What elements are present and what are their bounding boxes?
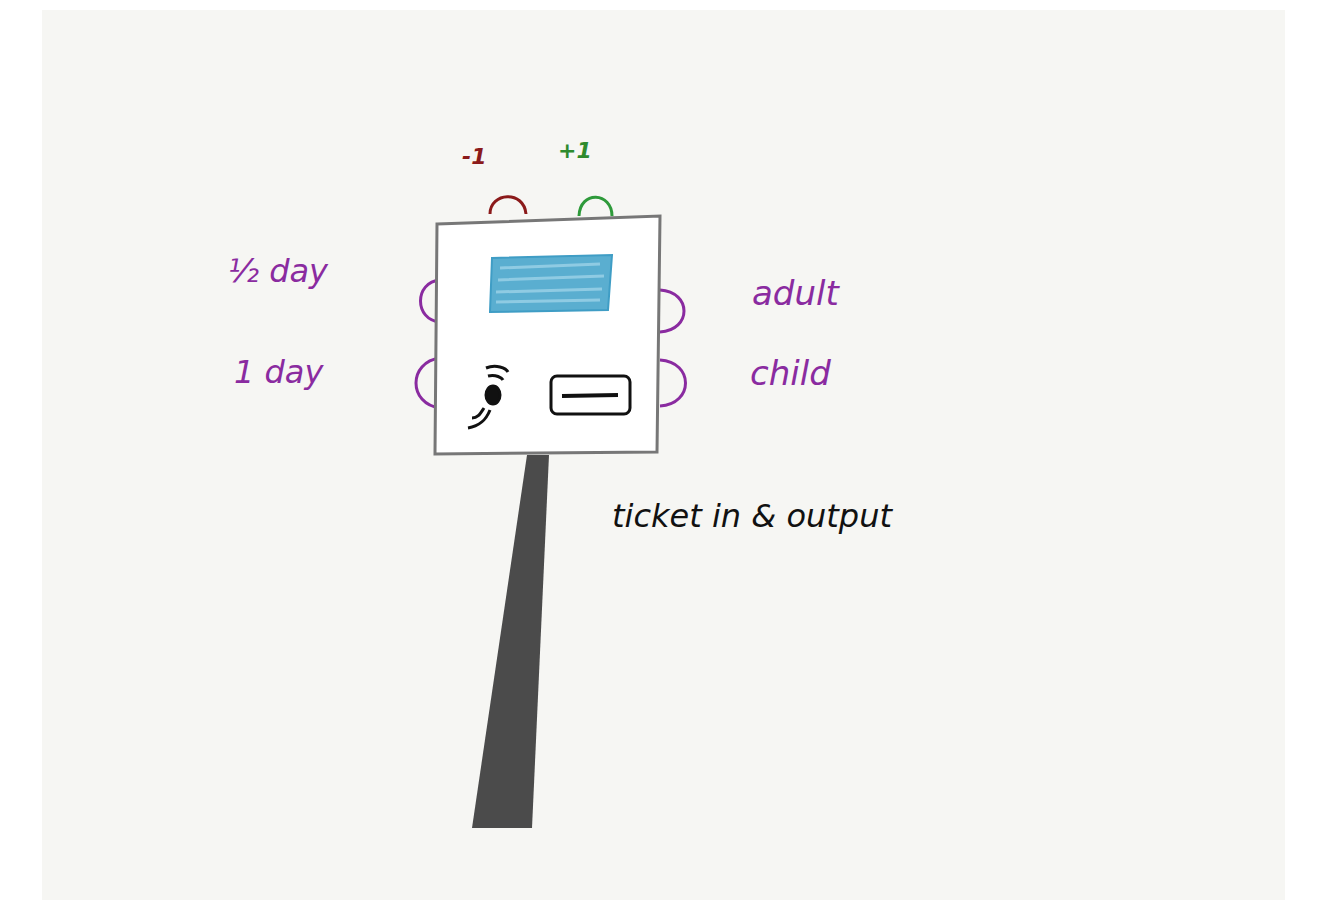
ticket-slot: [551, 376, 630, 414]
pole: [472, 455, 549, 828]
adult-button: [660, 290, 684, 332]
contactless-symbol: [468, 366, 508, 428]
display-screen: [490, 255, 612, 312]
ticket-slot-label: ticket in & output: [612, 500, 892, 532]
half-day-label: ½ day: [228, 255, 328, 287]
child-button: [660, 360, 686, 406]
machine-body: [435, 216, 660, 454]
one-day-label: 1 day: [234, 356, 323, 388]
sketch-paper: [42, 10, 1285, 900]
adult-label: adult: [752, 276, 839, 310]
screen-scribble: [496, 264, 604, 302]
ticket-slot-opening: [562, 395, 618, 396]
plus-button: [579, 197, 612, 216]
minus-label: -1: [462, 146, 486, 168]
plus-label: +1: [558, 140, 592, 162]
minus-button: [490, 197, 526, 214]
child-label: child: [750, 356, 831, 390]
